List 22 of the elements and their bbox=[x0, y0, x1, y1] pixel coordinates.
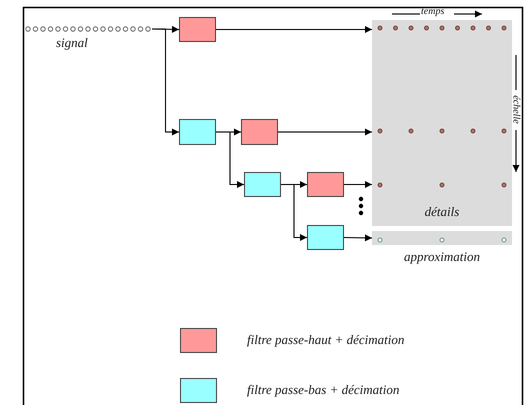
low-pass-filter-box bbox=[179, 119, 216, 145]
arrow bbox=[278, 128, 372, 136]
arrow bbox=[344, 234, 372, 242]
high-pass-filter-box bbox=[179, 17, 216, 42]
arrow bbox=[216, 132, 244, 188]
low-pass-filter-box bbox=[307, 225, 344, 250]
arrow bbox=[216, 26, 372, 33]
details-panel bbox=[372, 20, 512, 226]
axis-label: échelle bbox=[510, 94, 522, 126]
high-pass-filter-box bbox=[307, 172, 344, 197]
approximation-bar bbox=[372, 231, 512, 245]
panel-label: détails bbox=[424, 204, 460, 220]
signal-label: signal bbox=[56, 35, 88, 51]
arrow bbox=[280, 184, 308, 241]
axis-label: temps bbox=[421, 6, 444, 17]
legend-label: filtre passe-bas + décimation bbox=[247, 382, 400, 398]
high-pass-filter-box bbox=[241, 119, 278, 145]
arrow bbox=[344, 181, 372, 188]
low-pass-filter-box bbox=[244, 172, 281, 197]
arrow bbox=[152, 28, 180, 136]
panel-caption: approximation bbox=[402, 249, 482, 265]
legend-label: filtre passe-haut + décimation bbox=[247, 332, 404, 348]
